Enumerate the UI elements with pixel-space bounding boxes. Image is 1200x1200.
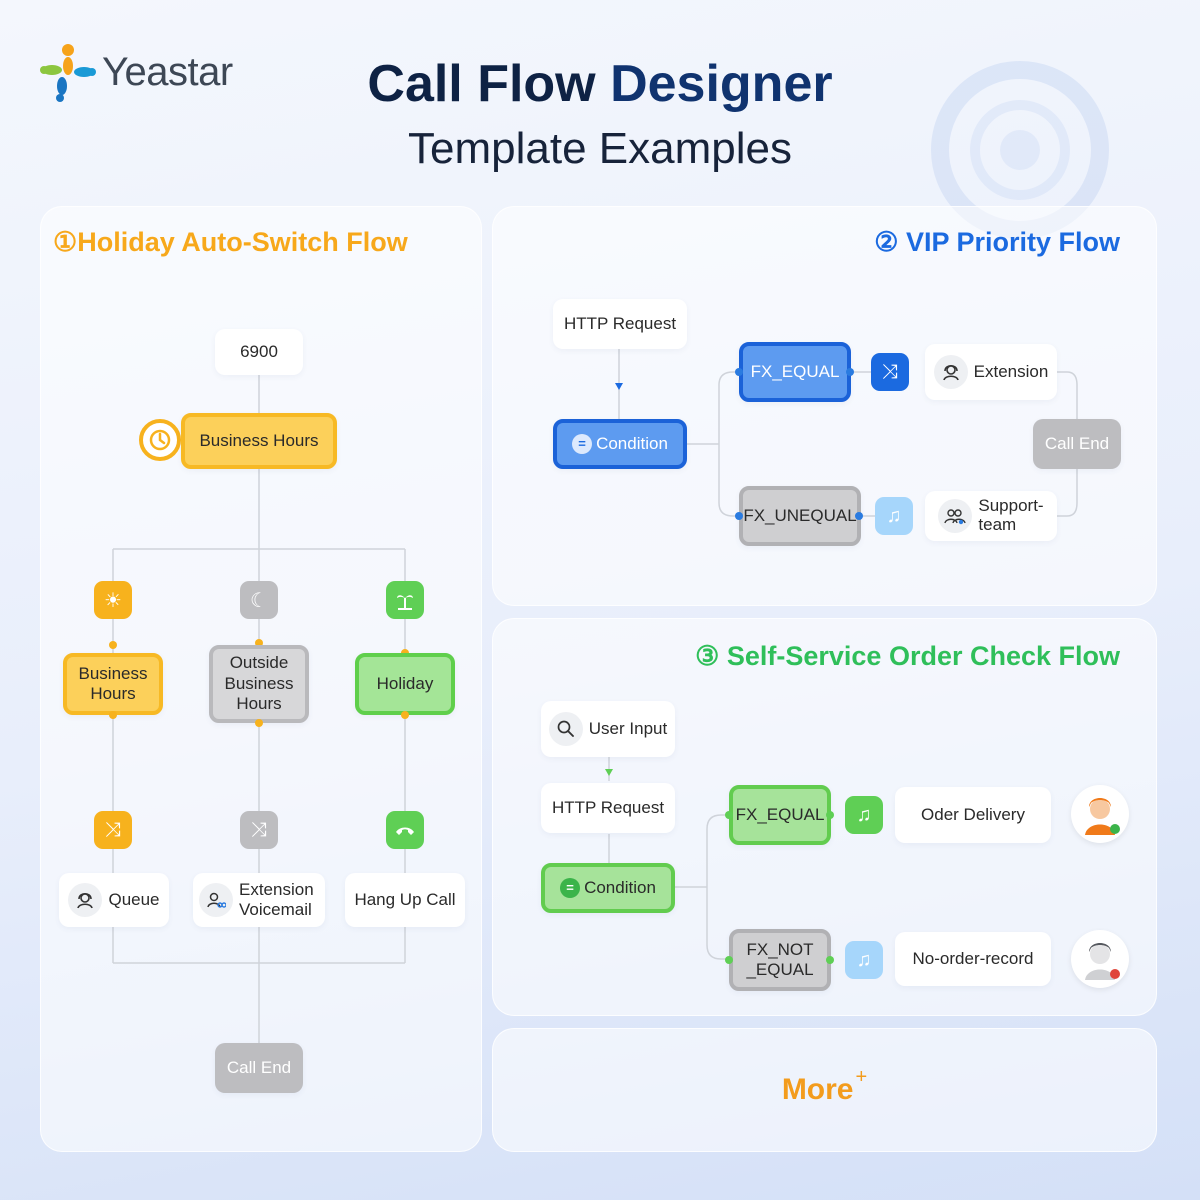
shuffle-icon: ⤨ bbox=[871, 353, 909, 391]
call-end-node[interactable]: Call End bbox=[1033, 419, 1121, 469]
destination-no-order-record[interactable]: No-order-record bbox=[895, 932, 1051, 986]
more-label[interactable]: More bbox=[781, 1073, 854, 1106]
panel3-title: ③ Self-Service Order Check Flow bbox=[695, 641, 1120, 671]
panel1-title: ①Holiday Auto-Switch Flow bbox=[53, 227, 408, 257]
http-request-node[interactable]: HTTP Request bbox=[553, 299, 687, 349]
brand-logo: Yeastar bbox=[40, 40, 233, 104]
panel2-connectors bbox=[615, 349, 1078, 517]
destination-order-delivery[interactable]: Oder Delivery bbox=[895, 787, 1051, 843]
sun-icon: ☀ bbox=[94, 581, 132, 619]
destination-queue[interactable]: Queue bbox=[59, 873, 169, 927]
agent-icon bbox=[68, 883, 103, 917]
fx-not-equal-label: FX_NOT_EQUAL bbox=[746, 940, 813, 979]
moon-icon: ☾ bbox=[240, 581, 278, 619]
http-request-node[interactable]: HTTP Request bbox=[541, 783, 675, 833]
destination-extension-label: Extension bbox=[973, 361, 1049, 381]
support-line2: team bbox=[978, 515, 1017, 534]
equals-icon: = bbox=[560, 878, 581, 898]
music-note-icon: ♫ bbox=[875, 497, 913, 535]
destination-support-team-label: Support-team bbox=[978, 496, 1044, 534]
yeastar-logo-icon bbox=[40, 44, 96, 102]
support-line1: Support- bbox=[978, 496, 1044, 516]
page-title-text: Call Flow Designer bbox=[367, 55, 833, 113]
panel-order-check-flow: User Input HTTP Request = Condition FX_E… bbox=[492, 618, 1157, 1016]
hangup-icon bbox=[386, 811, 424, 849]
page-subtitle: Template Examples bbox=[408, 124, 792, 173]
destination-support-team[interactable]: Support-team bbox=[925, 491, 1057, 541]
panel3-connectors bbox=[605, 756, 729, 960]
logo-text: Yeastar bbox=[102, 49, 233, 94]
plus-icon: + bbox=[855, 1065, 868, 1088]
destination-extension[interactable]: Extension bbox=[925, 344, 1057, 400]
music-note-icon: ♫ bbox=[845, 796, 883, 834]
fx-not-equal-node[interactable]: FX_NOT_EQUAL bbox=[729, 929, 831, 991]
equals-icon: = bbox=[572, 434, 593, 454]
condition-label: Condition bbox=[596, 433, 668, 453]
agent-avatar-error bbox=[1071, 930, 1129, 988]
user-input-label: User Input bbox=[588, 718, 668, 738]
music-note-icon: ♫ bbox=[845, 941, 883, 979]
voicemail-icon bbox=[199, 883, 233, 917]
page-title-accent: Designer bbox=[610, 55, 833, 113]
fx-not-line2: _EQUAL bbox=[746, 960, 814, 979]
condition-node[interactable]: = Condition bbox=[553, 419, 687, 469]
agent-icon bbox=[933, 355, 968, 389]
page-title: Call Flow Designer bbox=[0, 54, 1200, 114]
panel-holiday-flow: 6900 Business Hours ☀ ☾ Business Hours O… bbox=[40, 206, 482, 1152]
destination-queue-label: Queue bbox=[108, 889, 160, 909]
panel2-title: ② VIP Priority Flow bbox=[874, 227, 1120, 257]
destination-extension-voicemail[interactable]: Extension Voicemail bbox=[193, 873, 325, 927]
fx-equal-node[interactable]: FX_EQUAL bbox=[729, 785, 831, 845]
fx-equal-node[interactable]: FX_EQUAL bbox=[739, 342, 851, 402]
panel-more[interactable]: More + bbox=[492, 1028, 1157, 1152]
business-hours-condition[interactable]: Business Hours bbox=[181, 413, 337, 469]
palm-tree-icon bbox=[386, 581, 424, 619]
fx-not-line1: FX_NOT bbox=[746, 940, 814, 960]
condition-label: Condition bbox=[584, 877, 656, 897]
condition-node[interactable]: = Condition bbox=[541, 863, 675, 913]
destination-voicemail-label: Extension Voicemail bbox=[239, 879, 314, 919]
clock-icon bbox=[139, 419, 181, 461]
user-input-node[interactable]: User Input bbox=[541, 701, 675, 757]
search-icon bbox=[548, 712, 583, 746]
fx-unequal-node[interactable]: FX_UNEQUAL bbox=[739, 486, 861, 546]
call-end-node[interactable]: Call End bbox=[215, 1043, 303, 1093]
destination-hang-up-call[interactable]: Hang Up Call bbox=[345, 873, 465, 927]
agent-avatar-success bbox=[1071, 785, 1129, 843]
branch-holiday[interactable]: Holiday bbox=[355, 653, 455, 715]
branch-outside-business-hours[interactable]: Outside Business Hours bbox=[209, 645, 309, 723]
team-icon bbox=[938, 499, 973, 533]
shuffle-icon: ⤨ bbox=[240, 811, 278, 849]
panel-vip-flow: HTTP Request = Condition FX_EQUAL FX_UNE… bbox=[492, 206, 1157, 606]
start-node[interactable]: 6900 bbox=[215, 329, 303, 375]
branch-business-hours[interactable]: Business Hours bbox=[63, 653, 163, 715]
shuffle-icon: ⤨ bbox=[94, 811, 132, 849]
